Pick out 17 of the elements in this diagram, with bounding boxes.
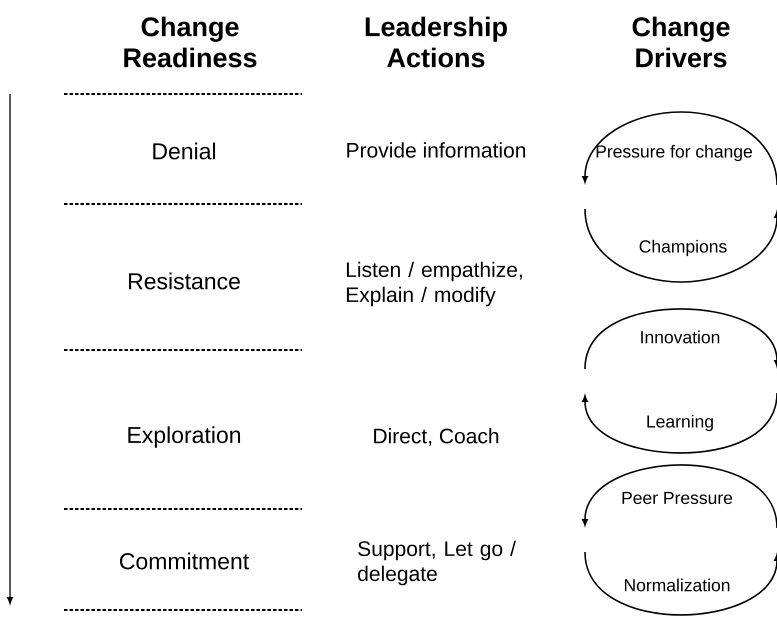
stage-label: Resistance — [129, 272, 240, 290]
column-heading: Change Drivers — [632, 16, 730, 68]
stage-label: Commitment — [120, 552, 249, 570]
action-text: Support, Let go / delegate — [358, 540, 516, 586]
column-heading: Leadership Actions — [366, 16, 507, 68]
column-heading: Change Readiness — [124, 16, 256, 68]
action-text: Direct, Coach — [374, 428, 498, 446]
driver-label: Peer Pressure — [622, 492, 732, 504]
driver-label: Pressure for change — [596, 144, 752, 162]
action-text: Listen / empathize, Explain / modify — [346, 262, 522, 306]
driver-label: Innovation — [641, 330, 720, 344]
action-text: Provide information — [347, 142, 526, 158]
stage-label: Exploration — [128, 426, 240, 448]
driver-label: Learning — [647, 414, 713, 432]
driver-label: Champions — [640, 240, 727, 256]
stage-label: Denial — [153, 142, 216, 160]
driver-label: Normalization — [624, 578, 730, 592]
